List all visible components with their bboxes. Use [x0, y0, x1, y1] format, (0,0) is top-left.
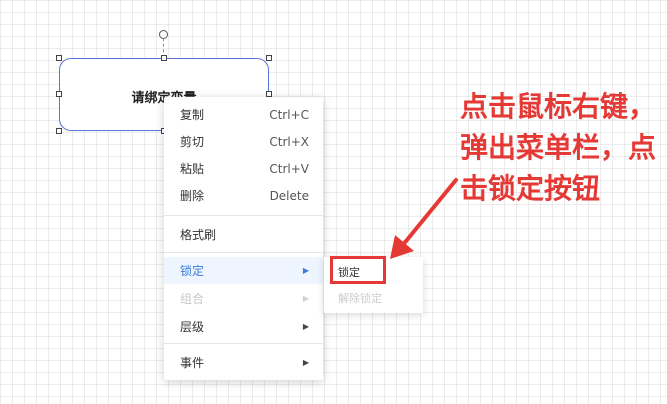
resize-handle-top[interactable]	[161, 55, 167, 61]
context-menu: 复制 Ctrl+C 剪切 Ctrl+X 粘贴 Ctrl+V 删除 Delete …	[164, 97, 323, 380]
submenu-item-lock[interactable]: 锁定	[338, 266, 360, 279]
menu-item-label: 锁定	[180, 264, 205, 278]
resize-handle-top-left[interactable]	[56, 55, 62, 61]
rotate-handle[interactable]	[159, 30, 168, 39]
lock-submenu: 锁定 解除锁定	[324, 257, 423, 313]
submenu-arrow-icon: ▶	[302, 266, 309, 275]
menu-item-cut[interactable]: 剪切 Ctrl+X	[164, 128, 323, 155]
annotation-line: 击锁定按钮	[460, 172, 601, 205]
menu-divider	[164, 215, 323, 216]
menu-item-delete[interactable]: 删除 Delete	[164, 182, 323, 209]
shortcut-label: Ctrl+V	[269, 161, 309, 176]
menu-item-label: 粘贴	[180, 162, 205, 176]
resize-handle-right[interactable]	[266, 91, 272, 97]
shortcut-label: Ctrl+C	[269, 107, 309, 122]
menu-item-layer[interactable]: 层级 ▶	[164, 313, 323, 340]
submenu-arrow-icon: ▶	[302, 294, 309, 303]
submenu-arrow-icon: ▶	[302, 322, 309, 331]
rotation-connector	[163, 38, 164, 58]
menu-item-label: 剪切	[180, 135, 205, 149]
menu-item-format-painter[interactable]: 格式刷	[164, 221, 323, 248]
shortcut-label: Ctrl+X	[269, 134, 309, 149]
menu-item-copy[interactable]: 复制 Ctrl+C	[164, 101, 323, 128]
menu-item-label: 删除	[180, 189, 205, 203]
menu-item-label: 事件	[180, 356, 205, 370]
menu-item-label: 格式刷	[180, 228, 217, 242]
menu-item-event[interactable]: 事件 ▶	[164, 349, 323, 376]
annotation-line: 弹出菜单栏，点	[460, 131, 657, 164]
highlight-box	[330, 256, 386, 284]
menu-divider	[164, 343, 323, 344]
resize-handle-top-right[interactable]	[266, 55, 272, 61]
menu-item-paste[interactable]: 粘贴 Ctrl+V	[164, 155, 323, 182]
shortcut-label: Delete	[269, 188, 309, 203]
annotation-line: 点击鼠标右键，	[460, 90, 657, 123]
menu-divider	[164, 252, 323, 253]
annotation-text: 点击鼠标右键， 弹出菜单栏，点 击锁定按钮	[460, 86, 665, 209]
menu-item-label: 层级	[180, 320, 205, 334]
submenu-item-unlock[interactable]: 解除锁定	[338, 292, 382, 305]
submenu-arrow-icon: ▶	[302, 358, 309, 367]
menu-item-label: 复制	[180, 108, 205, 122]
menu-item-label: 组合	[180, 292, 205, 306]
resize-handle-bottom-left[interactable]	[56, 128, 62, 134]
resize-handle-left[interactable]	[56, 91, 62, 97]
menu-item-group[interactable]: 组合 ▶	[164, 285, 323, 312]
menu-item-lock[interactable]: 锁定 ▶	[164, 257, 323, 284]
